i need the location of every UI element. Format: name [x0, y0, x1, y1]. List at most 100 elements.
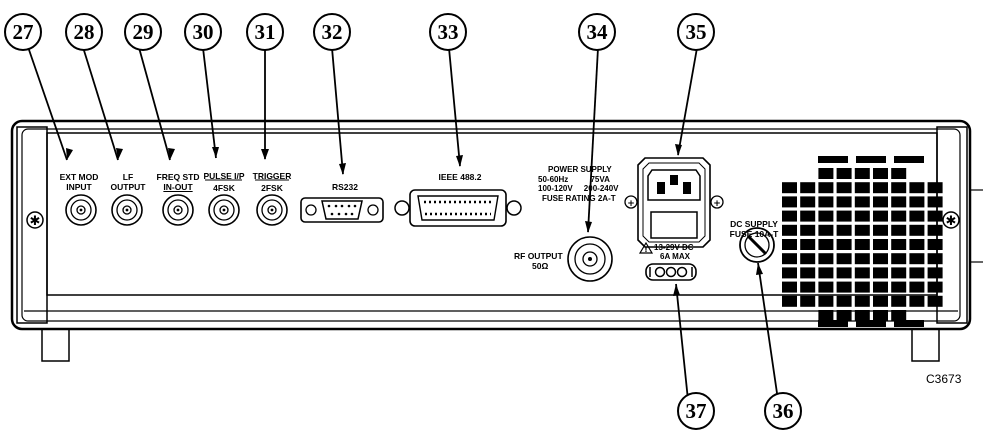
callout-32: 32 [313, 13, 351, 51]
vent-slot [836, 239, 852, 250]
vent-slot [873, 281, 888, 293]
chassis-outline [10, 119, 972, 331]
vent-slot [927, 239, 943, 250]
vent-slot [836, 295, 852, 307]
vent-slot [836, 182, 852, 194]
left-foot [41, 328, 70, 362]
vent-slot [854, 253, 870, 265]
vent-slot [782, 239, 797, 250]
vent-slot [891, 253, 907, 265]
vent-slot [873, 267, 888, 279]
vent-slot [927, 267, 943, 279]
vent-slot [909, 196, 925, 208]
vent-slot [856, 320, 886, 327]
vent-slot [854, 210, 870, 222]
fuse-holder-icon [739, 227, 775, 263]
vent-slot [873, 210, 888, 222]
vent-slot [854, 182, 870, 194]
screw-icon: ✱ [942, 211, 960, 229]
callout-30: 30 [184, 13, 222, 51]
callout-34: 34 [578, 13, 616, 51]
leader-arrowheads [66, 144, 763, 296]
vent-slot [909, 210, 925, 222]
vent-slot [909, 253, 925, 265]
vent-slot [836, 224, 852, 236]
vent-slot [818, 168, 834, 179]
iec-power-inlet-icon: + + [624, 157, 724, 248]
vent-slot [894, 320, 924, 327]
bnc-connector-icon [208, 194, 240, 226]
callout-27: 27 [4, 13, 42, 51]
vent-slot [873, 168, 888, 179]
vent-slot [873, 253, 888, 265]
vent-slot [909, 281, 925, 293]
vent-slot [782, 281, 797, 293]
vent-slot [854, 196, 870, 208]
bnc-connector-icon [162, 194, 194, 226]
callout-28: 28 [65, 13, 103, 51]
vent-slot [782, 224, 797, 236]
vent-slot [782, 295, 797, 307]
vent-slot [836, 281, 852, 293]
vent-slot [909, 182, 925, 194]
vent-slot [873, 239, 888, 250]
vent-slot [891, 182, 907, 194]
vent-slot [909, 224, 925, 236]
callout-37: 37 [677, 392, 715, 430]
vent-slot [782, 210, 797, 222]
vent-slot [800, 224, 816, 236]
vent-slot [854, 310, 870, 321]
vent-slot [818, 281, 834, 293]
vent-slot [818, 210, 834, 222]
vent-slot [800, 281, 816, 293]
warning-triangle-icon: ! [638, 241, 654, 254]
vent-slot [818, 295, 834, 307]
ieee-label: IEEE 488.2 [438, 172, 482, 182]
bnc-connector-icon [111, 194, 143, 226]
vent-slot [856, 156, 886, 163]
vent-slot [818, 224, 834, 236]
callout-29: 29 [124, 13, 162, 51]
vent-slot [836, 253, 852, 265]
vent-slot [854, 281, 870, 293]
vent-slot [891, 168, 907, 179]
callout-31: 31 [246, 13, 284, 51]
vent-slot [818, 310, 834, 321]
rs232-label: RS232 [332, 182, 358, 192]
callout-35: 35 [677, 13, 715, 51]
vent-slot [782, 253, 797, 265]
d-sub-9-icon [300, 197, 384, 223]
svg-text:✱: ✱ [30, 214, 41, 229]
vent-slot [854, 239, 870, 250]
vent-slot [873, 310, 888, 321]
vent-slot [854, 267, 870, 279]
vent-slot [927, 253, 943, 265]
vent-slot [818, 253, 834, 265]
vent-slot [836, 267, 852, 279]
vent-slot [909, 267, 925, 279]
chassis-inner-outline [21, 128, 961, 322]
vent-slot [800, 295, 816, 307]
vent-slot [891, 267, 907, 279]
screw-icon: ✱ [26, 211, 44, 229]
power-supply-label: POWER SUPPLY 50-60Hz 75VA 100-120V 200-2… [538, 165, 619, 203]
vent-slot [909, 239, 925, 250]
callout-33: 33 [429, 13, 467, 51]
vent-slot [800, 210, 816, 222]
figure-code: C3673 [926, 372, 962, 386]
vent-slot [800, 182, 816, 194]
vent-slot [818, 196, 834, 208]
vent-slot [873, 182, 888, 194]
vent-slot [782, 267, 797, 279]
dc-input-connector-icon [645, 263, 697, 281]
callout-36: 36 [764, 392, 802, 430]
vent-slot [818, 156, 848, 163]
vent-slot [927, 210, 943, 222]
bnc-connector-icon [256, 194, 288, 226]
vent-slot [927, 196, 943, 208]
